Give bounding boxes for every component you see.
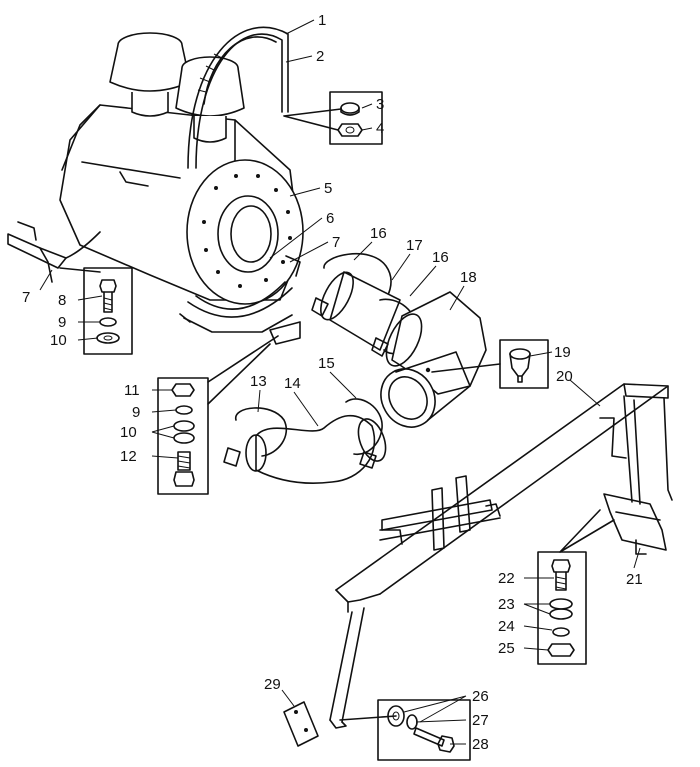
support-frame <box>329 383 673 729</box>
callout-10-upper: 10 <box>50 332 67 349</box>
callout-11: 11 <box>124 382 140 399</box>
callout-4: 4 <box>376 120 384 137</box>
callout-7-left: 7 <box>22 289 30 306</box>
callout-18: 18 <box>460 269 477 286</box>
callout-8: 8 <box>58 292 66 309</box>
callout-13: 13 <box>250 373 267 390</box>
callout-14: 14 <box>284 375 301 392</box>
hardware-box-26-28 <box>339 699 471 761</box>
callout-29: 29 <box>264 676 281 693</box>
callout-24: 24 <box>498 618 515 635</box>
callout-9-upper: 9 <box>58 314 66 331</box>
callout-17: 17 <box>406 237 423 254</box>
callout-28: 28 <box>472 736 489 753</box>
callout-16-upper: 16 <box>370 225 387 242</box>
callout-12: 12 <box>120 448 137 465</box>
callout-1: 1 <box>318 12 326 29</box>
plate-29 <box>283 701 319 747</box>
callout-6: 6 <box>326 210 334 227</box>
callout-7-right: 7 <box>332 234 340 251</box>
callout-2: 2 <box>316 48 324 65</box>
callout-25: 25 <box>498 640 515 657</box>
leader-lines <box>39 19 641 745</box>
callout-9-lower: 9 <box>132 404 140 421</box>
callout-26: 26 <box>472 688 489 705</box>
callout-27: 27 <box>472 712 489 729</box>
hardware-box-8-10 <box>59 267 133 355</box>
callout-10-lower: 10 <box>120 424 137 441</box>
callout-23: 23 <box>498 596 515 613</box>
side-bracket <box>7 221 101 283</box>
callout-3: 3 <box>376 96 384 113</box>
callout-5: 5 <box>324 180 332 197</box>
callout-20: 20 <box>556 368 573 385</box>
callout-21: 21 <box>626 571 643 588</box>
harness-bundle <box>187 26 289 169</box>
hardware-box-19 <box>431 339 549 389</box>
callout-15: 15 <box>318 355 335 372</box>
hardware-box-22-25 <box>537 509 615 665</box>
callout-19: 19 <box>554 344 571 361</box>
callout-22: 22 <box>498 570 515 587</box>
callout-labels: 1 2 3 4 5 6 7 7 8 9 10 11 9 10 12 13 14 … <box>22 12 643 753</box>
intake-hose-assembly <box>223 252 487 485</box>
hardware-box-3-4 <box>283 91 383 145</box>
callout-16-lower: 16 <box>432 249 449 266</box>
